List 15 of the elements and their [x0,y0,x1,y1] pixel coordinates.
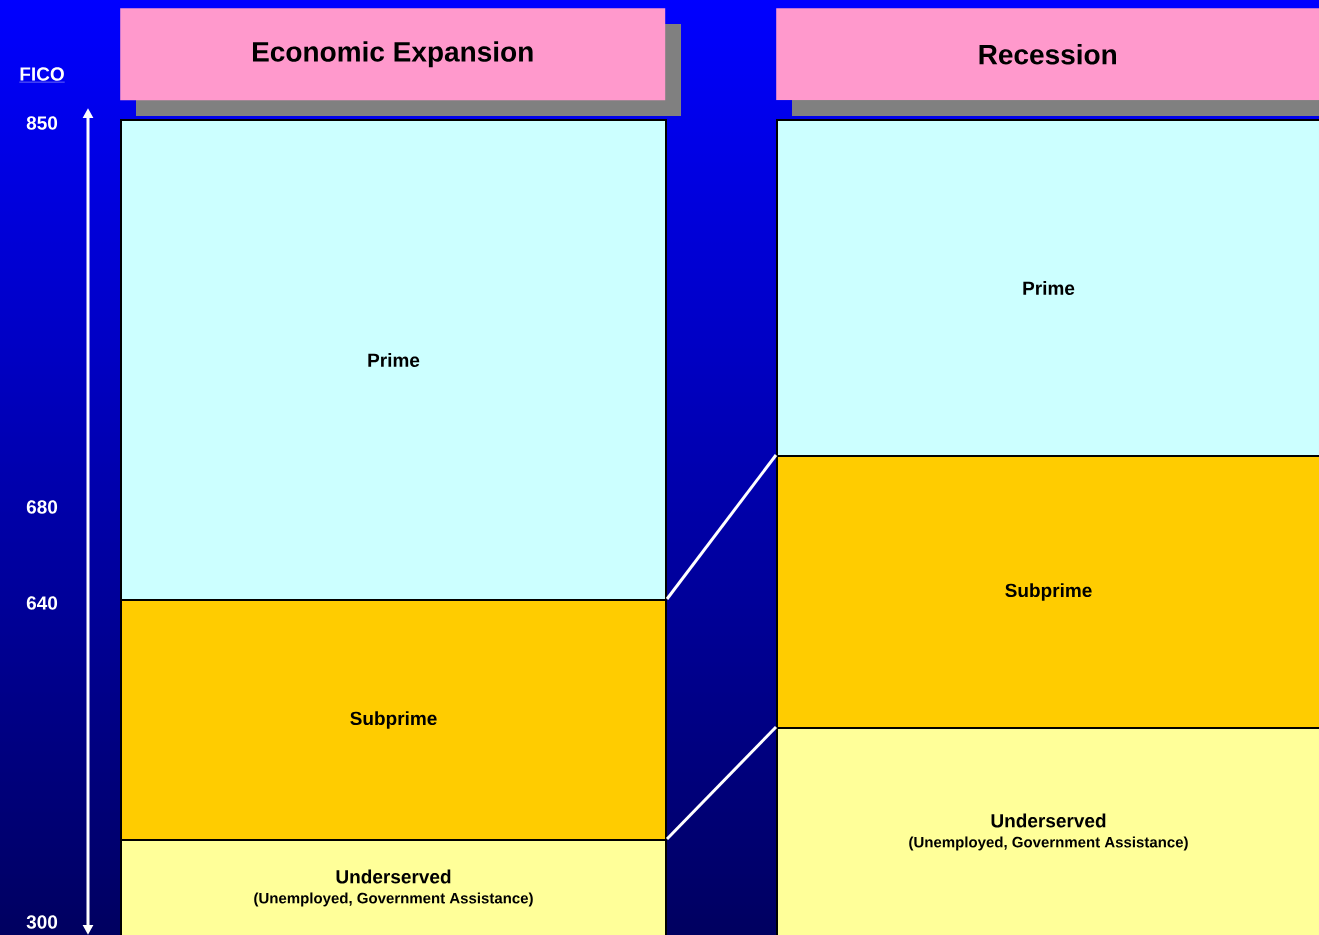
band-box: Underserved (Unemployed, Government Assistance) [120,839,667,935]
tick-label: 640 [26,596,58,610]
band-box: Underserved (Unemployed, Government Assistance) [776,727,1319,935]
band-box: Prime [776,119,1319,457]
heading-box: Economic Expansion [120,8,666,101]
band-box: Prime [120,119,667,601]
tick-label: 300 [26,915,58,929]
tick-label: 850 [26,116,58,130]
heading-box: Recession [776,8,1319,101]
connector-line [665,725,778,841]
band-box: Subprime [120,599,667,841]
axis-title: FICO [19,67,65,83]
connector-line [665,454,778,600]
band-box: Subprime [776,455,1319,729]
tick-label: 680 [26,500,58,514]
